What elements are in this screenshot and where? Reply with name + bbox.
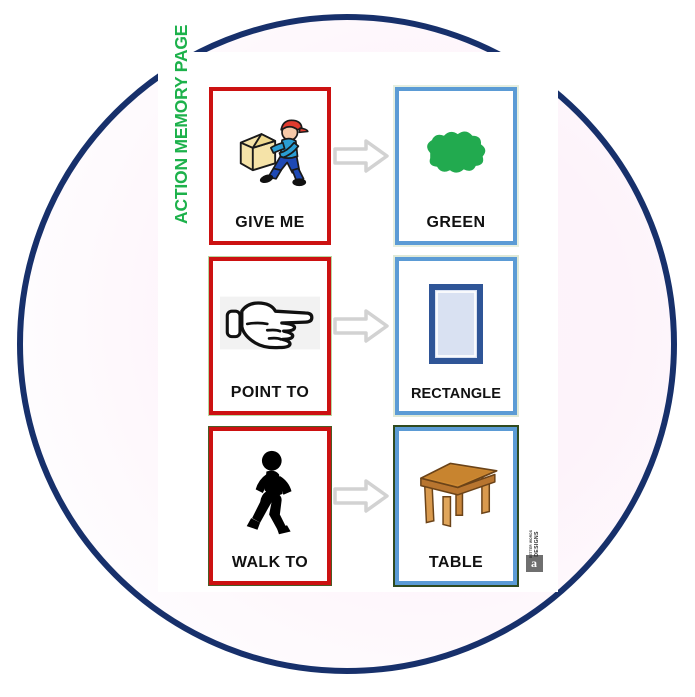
noun-card-table[interactable]: TABLE xyxy=(393,425,519,587)
watermark-brand: BETTER WORDS DESIGNS xyxy=(528,522,540,566)
arrow-right-icon xyxy=(333,309,389,343)
rectangle-shape-icon xyxy=(399,261,513,386)
card-row: WALK TO xyxy=(0,425,695,587)
noun-card-label: TABLE xyxy=(428,554,484,571)
action-card-label: GIVE ME xyxy=(235,214,305,231)
noun-card-green[interactable]: GREEN xyxy=(393,85,519,247)
walking-person-icon xyxy=(213,431,327,554)
card-row: POINT TO RECTANGLE xyxy=(0,255,695,417)
green-blob-icon xyxy=(399,91,513,214)
noun-card-label: GREEN xyxy=(426,214,486,231)
card-row: GIVE ME GREEN xyxy=(0,85,695,247)
wooden-table-icon xyxy=(399,431,513,554)
action-card-point-to[interactable]: POINT TO xyxy=(208,256,332,416)
arrow-right-icon xyxy=(333,139,389,173)
pointing-hand-icon xyxy=(213,261,327,384)
watermark: BETTER WORDS DESIGNS a xyxy=(521,528,547,590)
action-card-label: POINT TO xyxy=(230,384,310,401)
action-card-label: WALK TO xyxy=(231,554,309,571)
action-card-walk-to[interactable]: WALK TO xyxy=(208,426,332,586)
noun-card-label: RECTANGLE xyxy=(410,386,502,402)
arrow-right-icon xyxy=(333,479,389,513)
person-carrying-box-icon xyxy=(213,91,327,214)
noun-card-rectangle[interactable]: RECTANGLE xyxy=(393,255,519,417)
watermark-brand-text: DESIGNS xyxy=(534,531,540,557)
action-card-give-me[interactable]: GIVE ME xyxy=(209,87,331,245)
watermark-logo-mark: a xyxy=(525,555,543,572)
